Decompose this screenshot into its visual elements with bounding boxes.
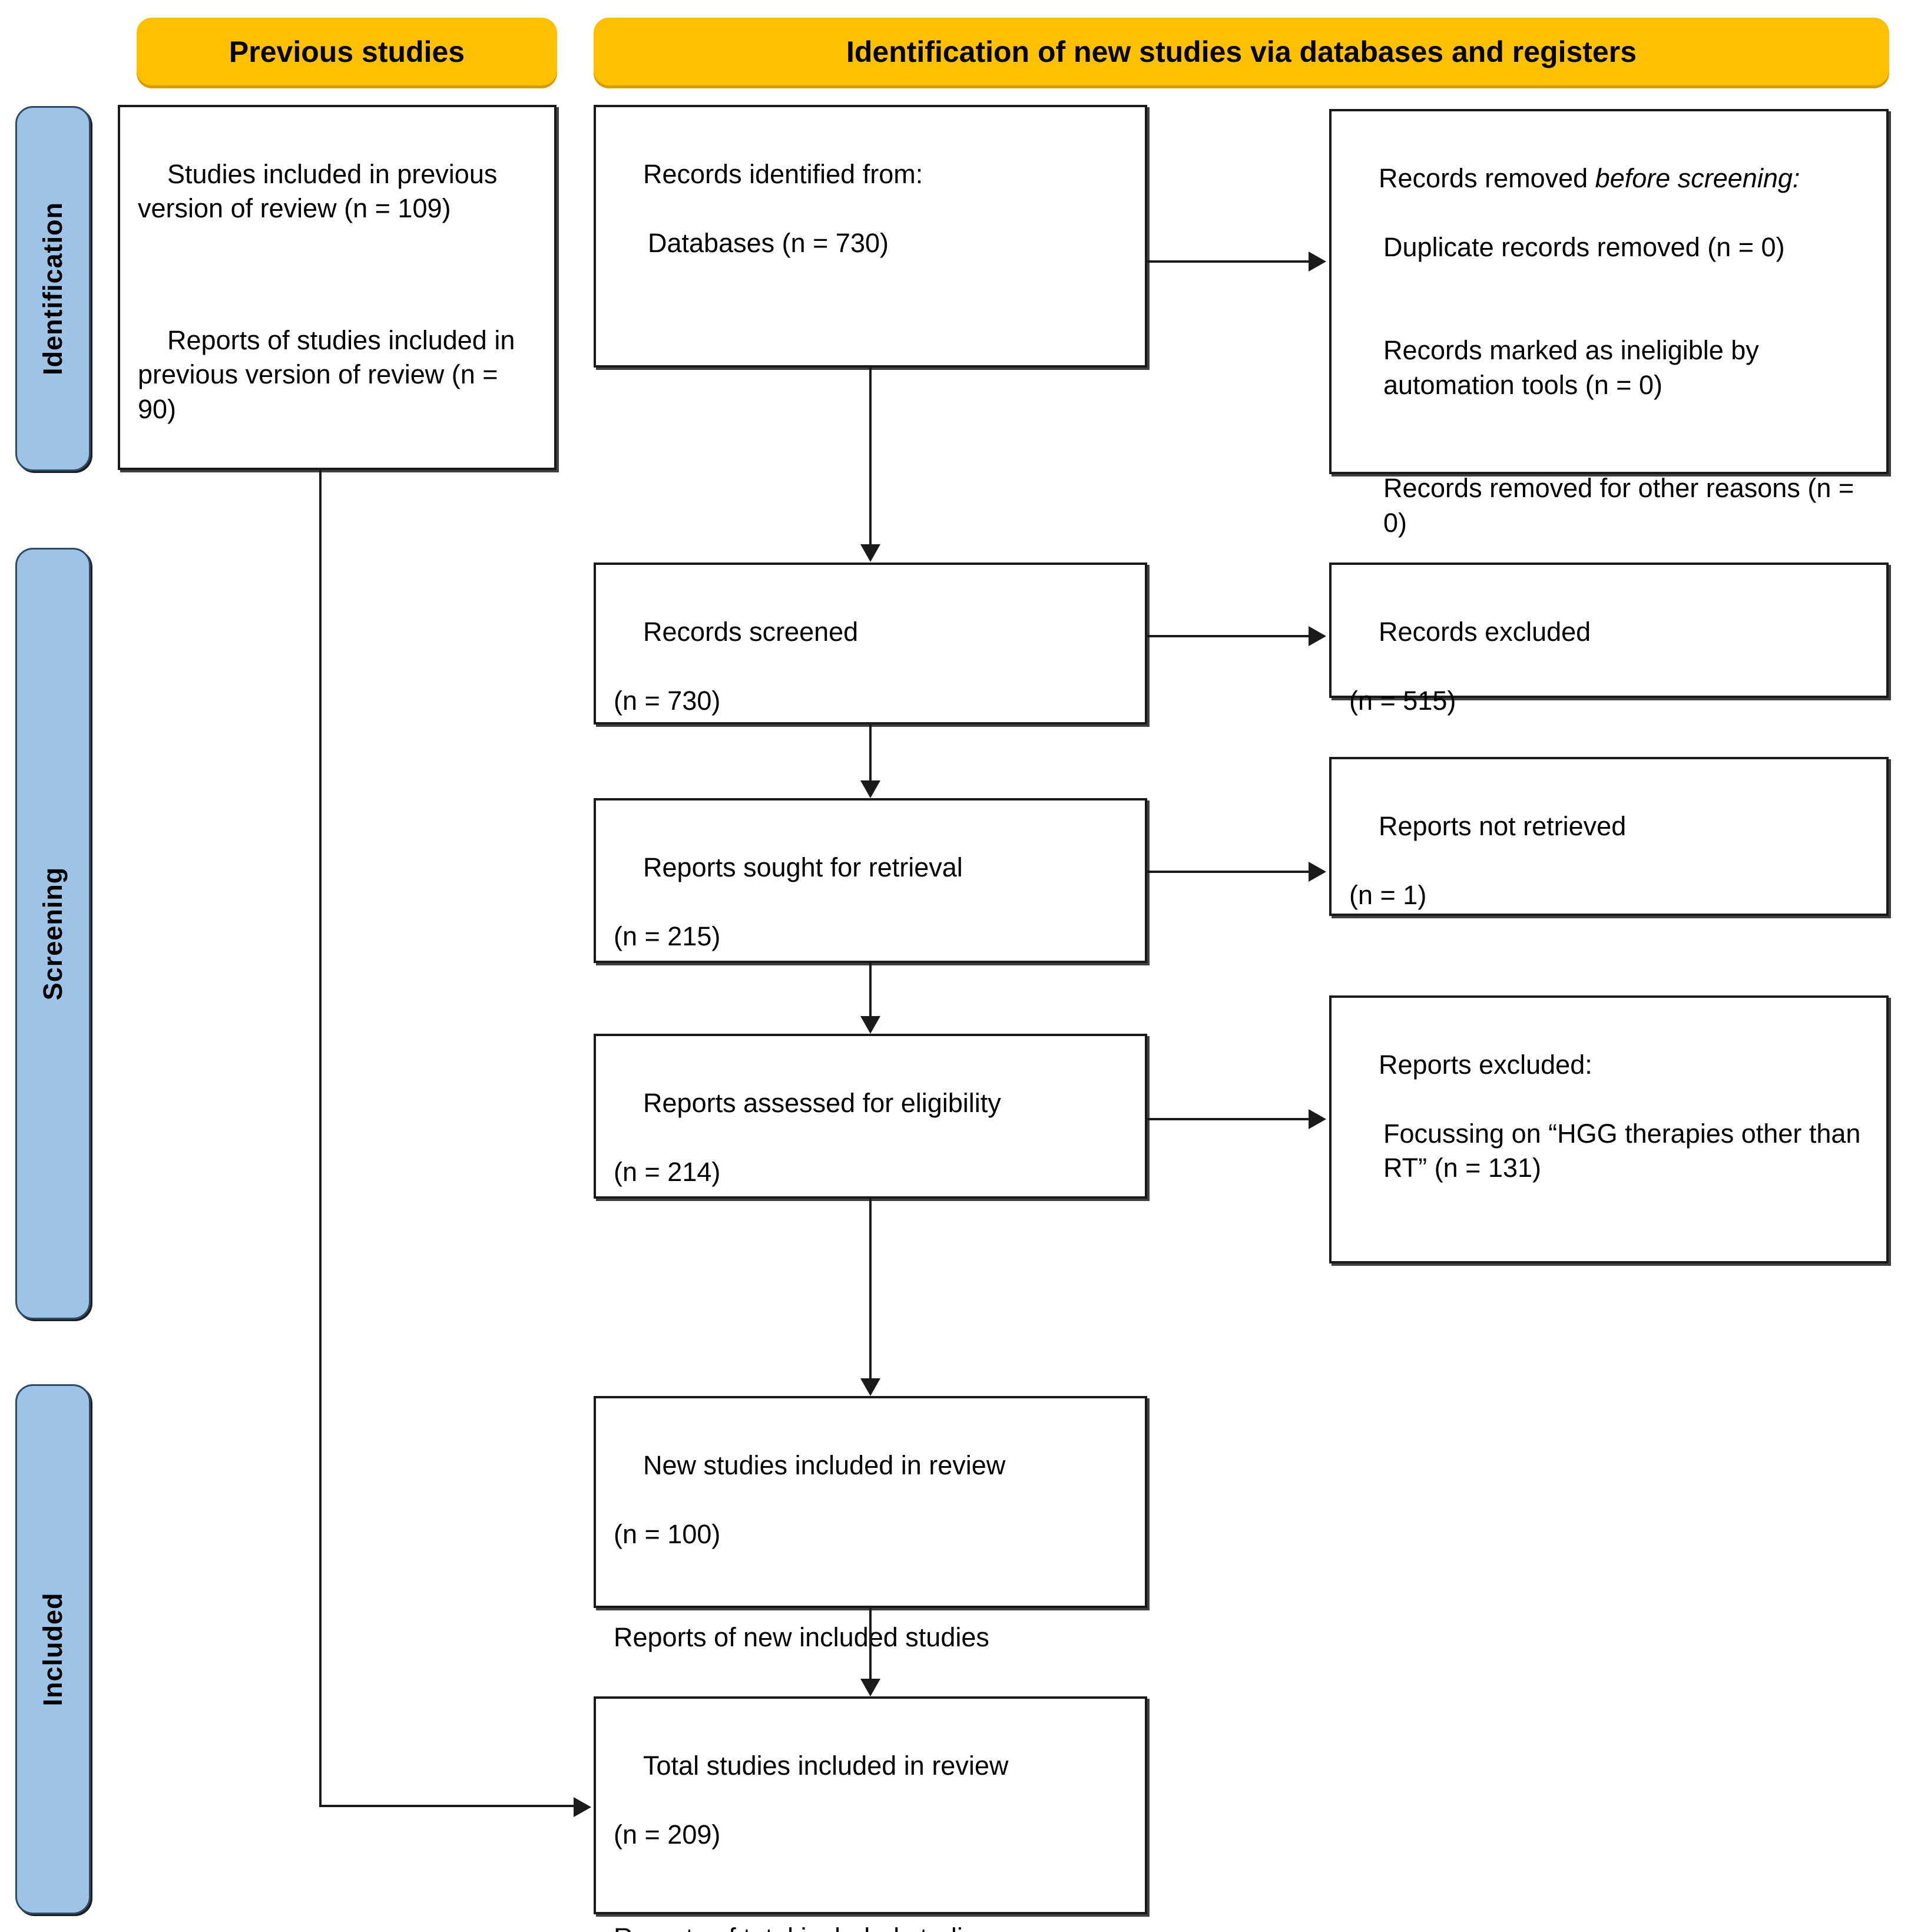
records-screened-label: Records screened: [643, 616, 859, 647]
arrowhead-previous-to-total: [574, 1797, 591, 1817]
connector-identified-to-screened: [869, 368, 872, 544]
new-studies-line1: New studies included in review: [643, 1450, 1006, 1480]
arrowhead-assessed-to-reports-excluded: [1309, 1109, 1326, 1129]
records-removed-header-plain: Records removed: [1379, 163, 1595, 193]
connector-sought-to-not-retrieved: [1147, 871, 1309, 873]
stage-rail-identification: Identification: [15, 106, 91, 471]
box-reports-excluded: Reports excluded: Focussing on “HGG ther…: [1329, 995, 1889, 1263]
connector-previous-to-total-vertical: [319, 470, 322, 1807]
banner-identification-new-studies: Identification of new studies via databa…: [594, 18, 1889, 85]
arrowhead-assessed-to-new-included: [860, 1378, 880, 1396]
reports-excluded-header: Reports excluded:: [1379, 1049, 1592, 1080]
total-studies-count1: (n = 209): [614, 1819, 721, 1850]
reports-sought-label: Reports sought for retrieval: [643, 852, 963, 882]
spacer: [138, 260, 536, 289]
reports-assessed-label: Reports assessed for eligibility: [643, 1087, 1001, 1118]
reports-assessed-count: (n = 214): [614, 1156, 721, 1187]
total-studies-line2: Reports of total included studies: [614, 1921, 1127, 1932]
box-records-excluded: Records excluded (n = 515): [1329, 563, 1889, 716]
records-removed-header-colon: :: [1792, 163, 1800, 193]
arrowhead-screened-to-sought: [860, 780, 880, 798]
box-new-studies-included: New studies included in review (n = 100)…: [594, 1396, 1147, 1756]
arrowhead-screened-to-excluded: [1309, 626, 1326, 646]
box-records-screened: Records screened (n = 730): [594, 563, 1147, 724]
new-studies-line2: Reports of new included studies: [614, 1622, 989, 1652]
arrowhead-identified-to-removed: [1309, 252, 1326, 272]
connector-sought-to-assessed: [869, 963, 872, 1016]
reports-not-retrieved-label: Reports not retrieved: [1379, 810, 1627, 841]
box-reports-sought-for-retrieval: Reports sought for retrieval (n = 215): [594, 798, 1147, 963]
total-studies-line1: Total studies included in review: [643, 1750, 1009, 1781]
connector-new-included-to-total: [869, 1608, 872, 1679]
stage-label-identification: Identification: [38, 202, 68, 375]
reports-sought-count: (n = 215): [614, 921, 721, 951]
new-studies-count1: (n = 100): [614, 1519, 721, 1549]
reports-not-retrieved-count: (n = 1): [1349, 879, 1427, 910]
box-records-identified: Records identified from: Databases (n = …: [594, 105, 1147, 368]
banner-previous-studies: Previous studies: [137, 18, 557, 85]
records-identified-header: Records identified from:: [643, 158, 923, 189]
box-total-studies-included: Total studies included in review (n = 20…: [594, 1696, 1147, 1932]
previous-studies-line1: Studies included in previous version of …: [138, 158, 505, 224]
arrowhead-identified-to-screened: [860, 544, 880, 562]
arrowhead-sought-to-assessed: [860, 1016, 880, 1034]
records-removed-automation: Records marked as ineligible by automati…: [1383, 335, 1767, 400]
records-removed-header-italic: before screening: [1595, 163, 1793, 193]
box-reports-not-retrieved: Reports not retrieved (n = 1): [1329, 757, 1889, 916]
box-previous-studies: Studies included in previous version of …: [118, 105, 557, 470]
connector-screened-to-sought: [869, 724, 872, 780]
connector-assessed-to-new-included: [869, 1199, 872, 1378]
box-reports-assessed-for-eligibility: Reports assessed for eligibility (n = 21…: [594, 1034, 1147, 1199]
records-removed-other: Records removed for other reasons (n = 0…: [1383, 473, 1862, 538]
records-excluded-label: Records excluded: [1379, 616, 1591, 647]
box-records-removed-before-screening: Records removed before screening: Duplic…: [1329, 109, 1889, 538]
previous-studies-line2: Reports of studies included in previous …: [138, 325, 522, 424]
reports-excluded-reason: Focussing on “HGG therapies other than R…: [1383, 1118, 1868, 1183]
stage-label-screening: Screening: [38, 866, 68, 1001]
stage-rail-included: Included: [15, 1384, 91, 1914]
records-excluded-count: (n = 515): [1349, 685, 1456, 716]
records-identified-databases: Databases (n = 730): [648, 227, 889, 258]
arrowhead-new-included-to-total: [860, 1679, 880, 1696]
connector-screened-to-excluded: [1147, 635, 1309, 637]
arrowhead-sought-to-not-retrieved: [1309, 862, 1326, 882]
stage-label-included: Included: [38, 1592, 68, 1706]
connector-assessed-to-reports-excluded: [1147, 1118, 1309, 1120]
stage-rail-screening: Screening: [15, 548, 91, 1319]
connector-identified-to-removed: [1147, 260, 1309, 263]
records-screened-count: (n = 730): [614, 685, 721, 716]
records-removed-duplicates: Duplicate records removed (n = 0): [1383, 231, 1785, 262]
connector-previous-to-total-horizontal: [319, 1805, 574, 1807]
